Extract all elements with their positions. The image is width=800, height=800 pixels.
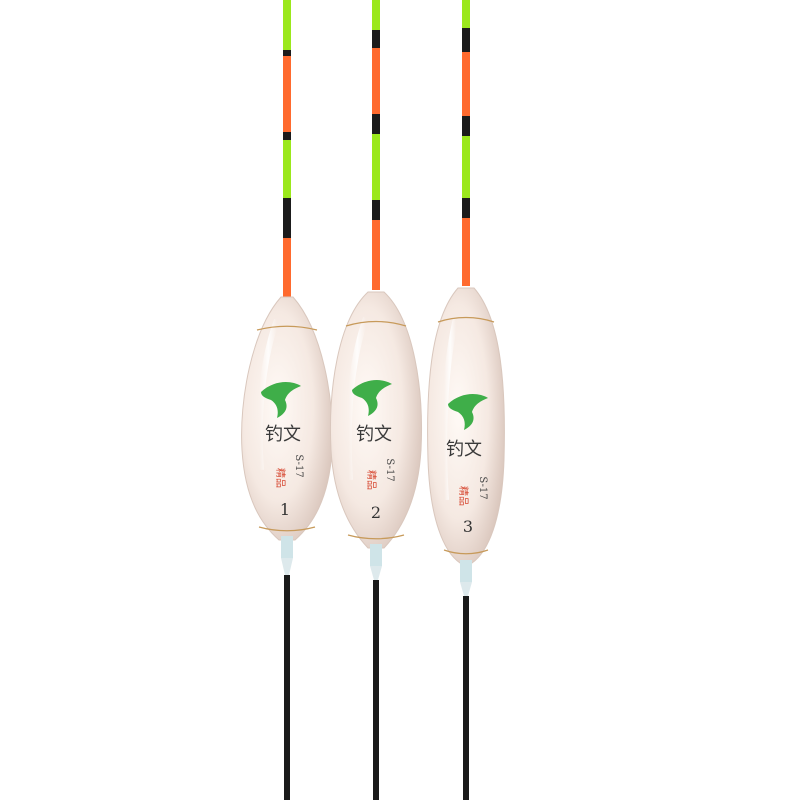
fishing-float-1: 钓文 S-17 精品 1 [241,0,333,800]
model-label: S-17 [477,476,488,499]
float-tip [283,0,291,298]
float-stem [463,596,469,800]
float-number: 2 [371,503,381,522]
brand-glyphs: 钓文 [265,424,301,445]
stamp-text: 精品 [365,470,378,490]
fishing-float-3: 钓文 S-17 精品 3 [427,0,505,800]
fishing-float-2: 钓文 S-17 精品 2 [330,0,422,800]
model-label: S-17 [293,454,304,477]
float-stem [284,575,290,800]
stamp-text: 精品 [457,486,470,506]
model-label: S-17 [384,458,395,481]
float-number: 1 [280,500,290,519]
swallow-logo-icon [448,394,488,430]
swallow-logo-icon [261,382,301,418]
swallow-logo-icon [352,380,392,416]
brand-glyphs: 钓文 [356,424,392,445]
float-tip [462,0,470,286]
float-number: 3 [463,517,473,536]
float-stem [373,580,379,800]
float-body [330,291,422,580]
brand-glyphs: 钓文 [446,439,482,460]
float-tip [372,0,380,290]
stamp-text: 精品 [274,468,287,488]
